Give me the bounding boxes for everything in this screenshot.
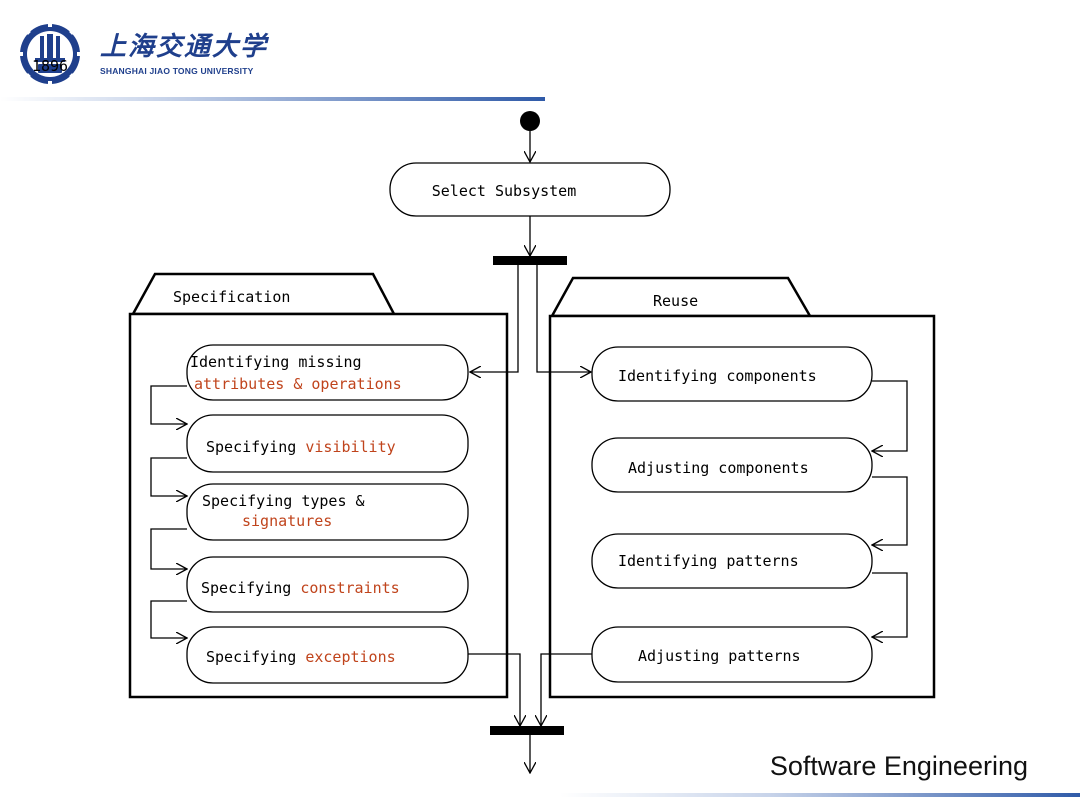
activity-specifying-exceptions (186, 626, 469, 684)
footer-divider (560, 793, 1080, 797)
header-divider (0, 97, 545, 101)
activity-specifying-constraints-highlight: constraints (300, 579, 399, 597)
university-name-chinese: 上海交通大学 (100, 32, 269, 62)
flow-reuse-3-to-4 (872, 572, 908, 637)
activity-specifying-exceptions-label: Specifying exceptions (206, 648, 396, 666)
package-reuse-title: Reuse (653, 292, 698, 310)
package-specification-title: Specification (173, 288, 290, 306)
activity-identifying-patterns-label: Identifying patterns (618, 552, 799, 570)
activity-adjusting-components (591, 437, 873, 493)
activity-identifying-components (591, 346, 873, 402)
activity-identifying-missing-line2: attributes & operations (194, 375, 402, 393)
activity-specifying-constraints (186, 556, 469, 613)
flow-spec-4-to-5 (150, 600, 187, 638)
university-seal-logo: 1896 (18, 22, 82, 86)
activity-identifying-missing-line1: Identifying missing (190, 353, 362, 371)
activity-specifying-visibility-normal: Specifying (206, 438, 305, 456)
flow-spec-1-to-2 (150, 385, 187, 424)
seal-year: 1896 (32, 57, 68, 75)
activity-identifying-missing (186, 344, 469, 401)
activity-specifying-constraints-normal: Specifying (201, 579, 300, 597)
activity-specifying-types-line1: Specifying types & (202, 492, 365, 510)
flow-exceptions-to-join (468, 653, 520, 726)
activity-specifying-exceptions-highlight: exceptions (305, 648, 395, 666)
activity-specifying-constraints-label: Specifying constraints (201, 579, 400, 597)
flow-fork-to-specification (470, 265, 519, 372)
activity-specifying-visibility-highlight: visibility (305, 438, 395, 456)
activity-identifying-components-label: Identifying components (618, 367, 817, 385)
activity-identifying-missing-highlight: attributes & operations (194, 375, 402, 393)
flow-reuse-2-to-3 (872, 476, 908, 545)
activity-specifying-types-line2: signatures (242, 512, 332, 530)
activity-select-subsystem-label: Select Subsystem (432, 182, 577, 200)
activity-adjusting-components-label: Adjusting components (628, 459, 809, 477)
activity-specifying-types (186, 483, 469, 541)
flow-spec-3-to-4 (150, 528, 187, 569)
flow-spec-2-to-3 (150, 457, 187, 496)
initial-node (520, 111, 540, 131)
fork-bar (493, 256, 567, 265)
activity-specifying-exceptions-normal: Specifying (206, 648, 305, 666)
join-bar (490, 726, 564, 735)
activity-identifying-patterns (591, 533, 873, 589)
footer-title: Software Engineering (769, 751, 1028, 781)
flow-adjusting-patterns-to-join (541, 653, 592, 726)
activity-adjusting-patterns-label: Adjusting patterns (638, 647, 801, 665)
flow-reuse-1-to-2 (872, 380, 908, 451)
flow-fork-to-reuse (536, 265, 591, 372)
activity-specifying-types-highlight: signatures (242, 512, 332, 530)
university-name-english: SHANGHAI JIAO TONG UNIVERSITY (100, 66, 254, 76)
activity-specifying-visibility-label: Specifying visibility (206, 438, 396, 456)
activity-specifying-visibility (186, 414, 469, 473)
